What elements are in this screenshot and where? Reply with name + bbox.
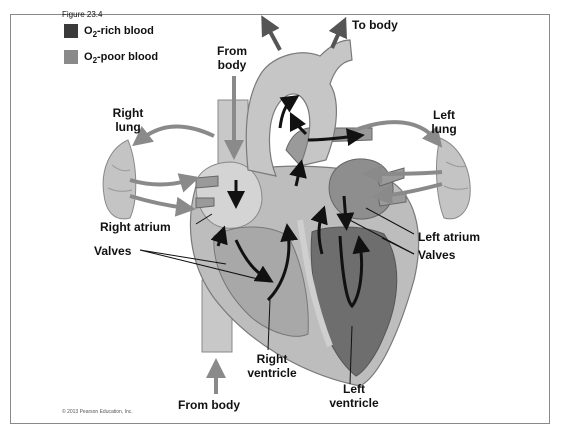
arrow-from-right-lung-2 [130, 196, 186, 208]
legend-label-poor: O2-poor blood [84, 50, 158, 64]
label-right-atrium: Right atrium [100, 220, 171, 234]
figure-label: Figure 23.4 [62, 10, 102, 20]
arrow-to-right-lung [140, 126, 214, 140]
label-to-body: To body [352, 18, 398, 32]
arrow-from-right-lung-1 [130, 180, 190, 185]
legend-swatch-poor [64, 50, 78, 64]
label-valves-right: Valves [418, 248, 455, 262]
flow-aorta-up [280, 100, 292, 128]
left-atrium-shape [329, 159, 393, 219]
legend-swatch-rich [64, 24, 78, 38]
copyright-notice: © 2013 Pearson Education, Inc. [62, 409, 133, 415]
label-left-atrium: Left atrium [418, 230, 480, 244]
left-lung-shape [437, 138, 471, 219]
legend-label-rich: O2-rich blood [84, 24, 154, 38]
arrow-from-left-lung-1 [372, 172, 442, 174]
label-valves-left: Valves [94, 244, 131, 258]
flow-la-down [344, 196, 346, 222]
label-from-body-bottom: From body [178, 398, 240, 412]
arrow-to-body-left [266, 24, 280, 50]
